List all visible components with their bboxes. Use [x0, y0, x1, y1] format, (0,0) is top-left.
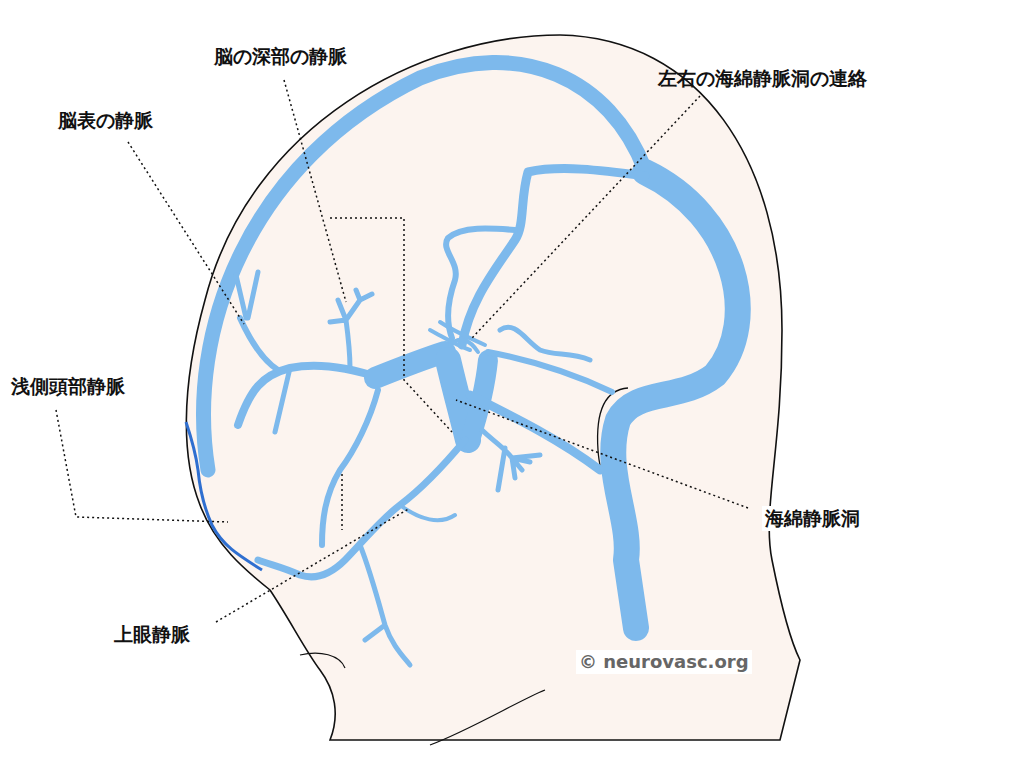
middle-cerebral-vein [375, 352, 445, 378]
region-label: 海綿静脈洞 [762, 506, 863, 531]
cortical-vein [330, 290, 372, 368]
region-label: 左右の海綿静脈洞の連絡 [655, 66, 870, 91]
cortical-vein [275, 368, 290, 432]
leader-line [472, 96, 700, 338]
watermark: © neurovasc.org [576, 650, 752, 674]
superficial-temporal-vein [186, 422, 262, 570]
cortical-vein [236, 272, 258, 318]
leader-line [341, 474, 343, 530]
leader-line [284, 80, 346, 302]
leader-line [56, 410, 228, 522]
region-label: 浅側頭部静脈 [8, 374, 128, 399]
leader-line [216, 508, 410, 622]
head-outline [186, 35, 800, 740]
superior-sagittal-sinus [204, 63, 645, 470]
region-label: 脳の深部の静脈 [211, 44, 350, 69]
region-label: 脳表の静脈 [55, 108, 156, 133]
petrosal-sinus [470, 395, 600, 470]
petrosal-sinus [500, 327, 590, 360]
leader-line [456, 400, 748, 508]
pterygoid-plexus [482, 430, 540, 490]
petrosal-sinus [488, 352, 612, 392]
facial-vein [360, 545, 410, 665]
transverse-sinus [613, 172, 738, 628]
cortical-vein [238, 366, 380, 425]
intercavernous-plexus [430, 322, 485, 352]
cortical-vein [240, 318, 278, 370]
region-label: 上眼静脈 [111, 622, 193, 647]
leader-line [330, 218, 452, 432]
leader-line [128, 142, 244, 324]
superior-ophthalmic-vein [258, 440, 465, 577]
deep-middle-vein [322, 390, 378, 545]
ophthalmic-branch [400, 505, 455, 520]
deep-vein [446, 228, 515, 338]
neck-line [430, 690, 545, 745]
jaw-line [300, 653, 345, 668]
